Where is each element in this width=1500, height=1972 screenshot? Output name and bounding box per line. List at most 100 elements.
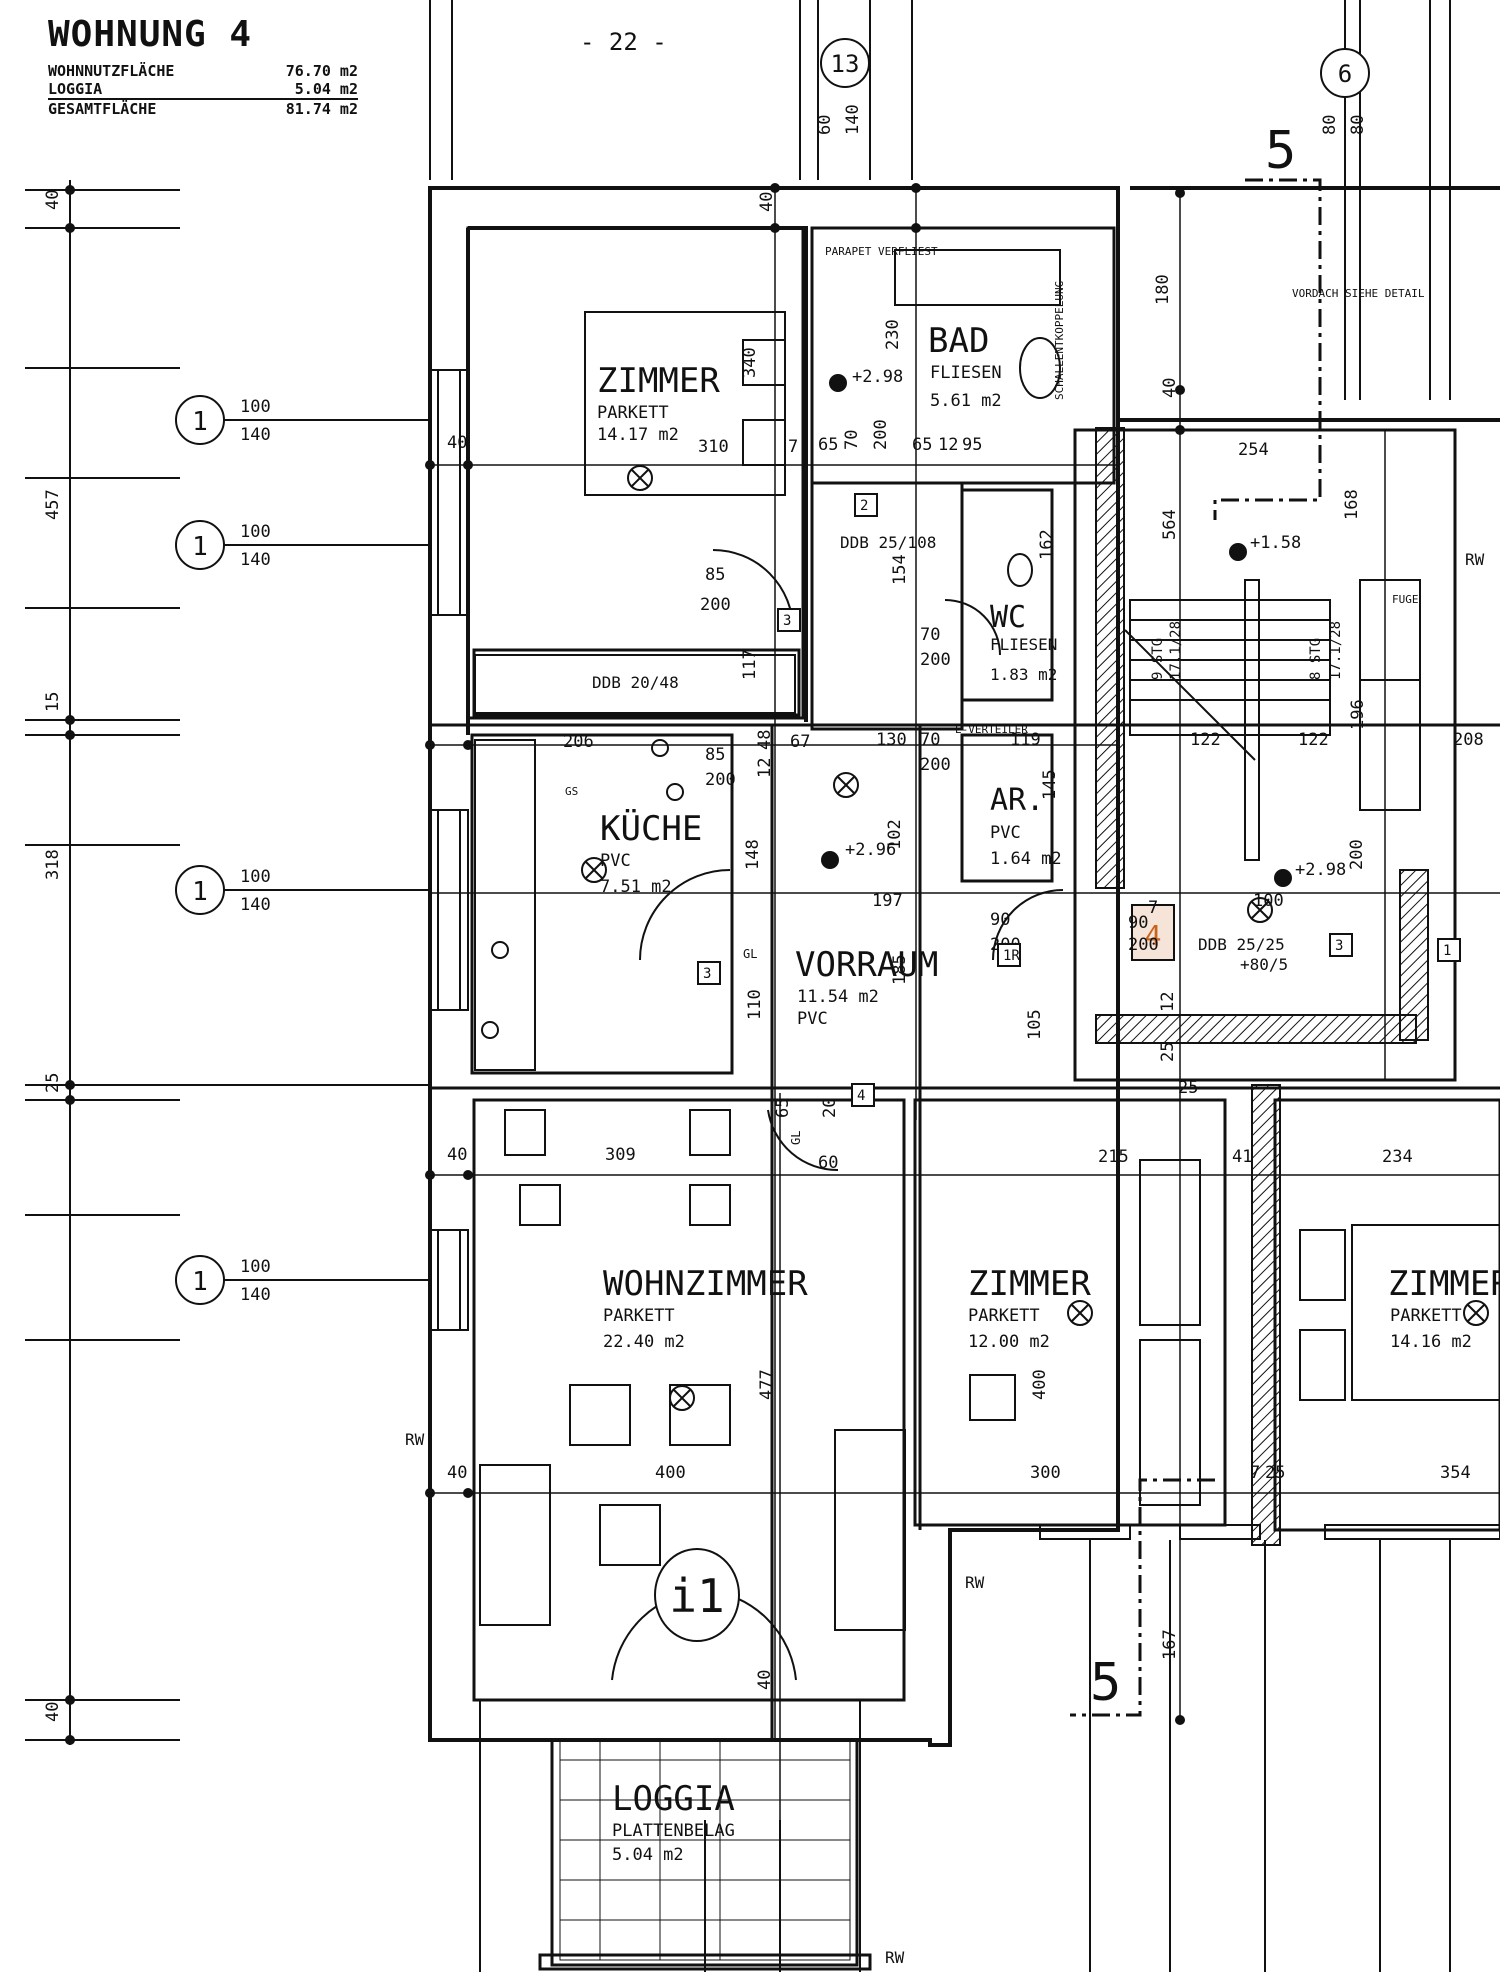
door-tag-label: 4: [857, 1088, 865, 1104]
summary-label: LOGGIA: [48, 80, 103, 98]
door-tag-box: [851, 1083, 875, 1107]
dimension-label: 310: [698, 437, 729, 457]
door-tag-label: 2: [860, 498, 868, 514]
dimension-label: 145: [1040, 769, 1060, 800]
dimension-label: 206: [563, 732, 594, 752]
annotation-label: DDB 25/108: [840, 533, 936, 552]
section-marks: 5 5: [1090, 121, 1296, 1713]
window-sill: 100: [240, 397, 271, 417]
dimension-label: 110: [745, 989, 765, 1020]
dimension-label: 40: [447, 433, 467, 453]
room-area: 5.61 m2: [930, 391, 1002, 411]
room-name: VORRAUM: [795, 945, 938, 985]
dimension-label: 197: [872, 891, 903, 911]
dimension-label: 80: [1348, 115, 1368, 135]
annotation-label: FUGE: [1392, 593, 1419, 606]
dimension-label: 200: [700, 595, 731, 615]
room-label-ar: AR. PVC 1.64 m2: [990, 783, 1062, 869]
dimension-label: 122: [1298, 730, 1329, 750]
summary-value: 81.74 m2: [285, 100, 358, 118]
dimension-label: 70: [920, 625, 940, 645]
room-floor: PVC: [990, 823, 1021, 843]
annotation-label: 17.1/28: [1168, 621, 1184, 680]
dimension-label: 40: [1160, 378, 1180, 398]
dimension-label: 41: [1232, 1147, 1252, 1167]
section-mark-label: 5: [1265, 121, 1296, 181]
summary-row: GESAMTFLÄCHE 81.74 m2: [48, 100, 358, 118]
left-dimension-chain: [25, 180, 430, 1745]
dimension-label: 154: [890, 554, 910, 585]
dimension-label: 400: [1030, 1369, 1050, 1400]
window-tag: 1 100 140: [175, 865, 271, 915]
window-tag: 1 100 140: [175, 395, 271, 445]
dimension-label: 318: [43, 849, 63, 880]
dimension-label: 215: [1098, 1147, 1129, 1167]
annotation-label: GS: [565, 785, 578, 798]
annotation-label: SCHALLENTKOPPELUNG: [1053, 281, 1066, 400]
window-tag: 1 100 140: [175, 520, 271, 570]
dimension-label: 200: [920, 755, 951, 775]
room-label-zimmer-2: ZIMMER PARKETT 12.00 m2: [968, 1264, 1091, 1352]
dimension-label: 7: [1148, 898, 1158, 918]
level-marker-icon: [829, 374, 847, 392]
room-area: 5.04 m2: [612, 1845, 684, 1865]
dimension-label: 25: [43, 1073, 63, 1093]
window-tag: 1 100 140: [175, 1255, 271, 1305]
annotation-label: RW: [885, 1948, 905, 1967]
exterior-walls: [428, 186, 1500, 1747]
windows: [429, 369, 1500, 1540]
dimension-label: 90: [990, 910, 1010, 930]
dimension-label: 168: [1342, 489, 1362, 520]
room-label-zimmer-1: ZIMMER PARKETT 14.17 m2: [597, 361, 720, 445]
dimension-label: 234: [1382, 1147, 1413, 1167]
summary-value: 5.04 m2: [294, 80, 358, 98]
annotation-label: GL: [789, 1131, 803, 1145]
level-marker-icon: [821, 851, 839, 869]
room-name: KÜCHE: [600, 808, 702, 849]
dimension-label: 208: [1453, 730, 1484, 750]
dimension-label: 185: [890, 954, 910, 985]
dimension-label: 65: [773, 1098, 793, 1118]
window-tags: 1 100 140 1 100 140 1 100 140 1 100 140: [175, 395, 271, 1305]
dimension-label: 25: [1158, 1042, 1178, 1062]
room-name: WOHNZIMMER: [603, 1264, 808, 1304]
room-label-wohnzimmer: WOHNZIMMER PARKETT 22.40 m2: [603, 1264, 808, 1352]
dimension-label: 65: [912, 435, 932, 455]
annotation-label: +1.58: [1250, 533, 1301, 553]
window-tag-number: 1: [192, 407, 208, 437]
light-icon: [833, 772, 859, 798]
stamp: 4: [1131, 904, 1175, 961]
reference-lines: [429, 0, 1451, 1972]
door-tag-box: [1329, 933, 1353, 957]
room-floor: PARKETT: [1390, 1306, 1462, 1326]
dimension-label: 200: [1128, 935, 1159, 955]
door-tag-box: [777, 608, 801, 632]
light-icon: [1067, 1300, 1093, 1326]
summary-label: WOHNNUTZFLÄCHE: [48, 62, 175, 80]
door-tag-label: 3: [783, 613, 791, 629]
summary-row: LOGGIA 5.04 m2: [48, 80, 358, 100]
room-area: 14.17 m2: [597, 425, 679, 445]
room-label-bad: BAD FLIESEN 5.61 m2: [928, 321, 1002, 411]
door-tag-box: [697, 961, 721, 985]
dimension-label: 65: [818, 435, 838, 455]
dimension-label: 12: [1158, 992, 1178, 1012]
room-name: AR.: [990, 783, 1044, 818]
dimension-label: 167: [1160, 1629, 1180, 1660]
dimension-label: 354: [1440, 1463, 1471, 1483]
summary-value: 76.70 m2: [285, 62, 358, 80]
annotation-label: 8 STG: [1308, 638, 1324, 680]
room-name: ZIMMER: [968, 1264, 1091, 1304]
dimension-label: 340: [740, 347, 760, 378]
hatched-walls: [1095, 427, 1429, 1546]
dimension-label: 254: [1238, 440, 1269, 460]
furniture: [474, 249, 1500, 1631]
door-tag-label: 3: [703, 966, 711, 982]
dimension-label: 162: [1037, 529, 1057, 560]
dimension-label: 40: [447, 1145, 467, 1165]
dimension-label: 70: [920, 730, 940, 750]
light-icon: [1463, 1300, 1489, 1326]
dimension-label: 196: [1348, 699, 1368, 730]
level-marker-icon: [1229, 543, 1247, 561]
